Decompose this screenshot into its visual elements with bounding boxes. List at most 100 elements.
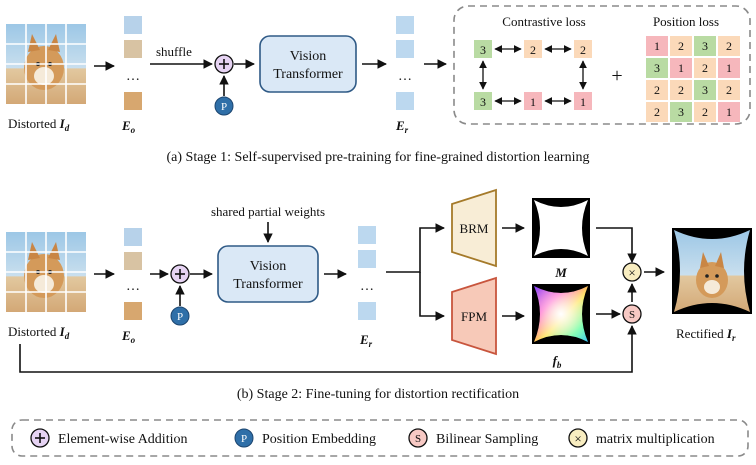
position-loss-title: Position loss bbox=[653, 14, 719, 29]
stage2-er-label: Er bbox=[359, 332, 373, 349]
position-cell bbox=[718, 36, 740, 56]
stage1-loss-box bbox=[453, 5, 751, 125]
position-cell bbox=[670, 36, 692, 56]
position-cell-value: 2 bbox=[678, 83, 684, 97]
contrastive-loss-title: Contrastive loss bbox=[502, 14, 585, 29]
contrastive-node-5-value: 1 bbox=[580, 95, 586, 109]
stage1-pos-letter: P bbox=[221, 101, 227, 113]
mult-node-symbol: × bbox=[628, 265, 635, 280]
legend-sample-label: Bilinear Sampling bbox=[436, 432, 538, 447]
sample-node: S bbox=[622, 304, 642, 324]
position-cell bbox=[670, 102, 692, 122]
legend-mult-icon: × bbox=[568, 428, 588, 448]
position-cell bbox=[694, 58, 716, 78]
branch-connectors bbox=[386, 223, 445, 321]
legend-sample-letter: S bbox=[415, 433, 421, 445]
stage2-pos-letter: P bbox=[177, 311, 183, 323]
stage2-add-node bbox=[170, 264, 190, 284]
position-cell-value: 2 bbox=[726, 83, 732, 97]
position-cell bbox=[694, 102, 716, 122]
position-cell-value: 1 bbox=[726, 61, 732, 75]
brm-label: BRM bbox=[460, 221, 489, 236]
position-cell bbox=[694, 80, 716, 100]
contrastive-node-3 bbox=[474, 92, 492, 110]
position-cell-value: 3 bbox=[702, 39, 708, 53]
stage2-pos-embed: P bbox=[170, 306, 190, 326]
stage1-shuffle-label: shuffle bbox=[156, 44, 192, 59]
stage1-pos-embed: P bbox=[214, 96, 234, 116]
stage2-vision-transformer: Vision Transformer bbox=[217, 245, 319, 303]
stage2-output-label: Rectified Ir bbox=[676, 326, 736, 343]
legend-pos-letter: P bbox=[241, 433, 247, 445]
mult-node: × bbox=[622, 262, 642, 282]
legend-sample-icon: S bbox=[408, 428, 428, 448]
stage2-patch-dots: … bbox=[126, 279, 140, 294]
stage2-eo-label: Eo bbox=[121, 328, 136, 345]
stage1: Distorted Id … Eo shuffle P Vision T bbox=[6, 5, 751, 165]
contrastive-node-5 bbox=[574, 92, 592, 110]
position-cell-value: 2 bbox=[702, 61, 708, 75]
position-cell bbox=[670, 58, 692, 78]
mask-image bbox=[532, 198, 590, 258]
contrastive-node-0-value: 3 bbox=[480, 43, 486, 57]
contrastive-graph: 3 2 2 3 1 1 bbox=[474, 40, 592, 110]
legend: Element-wise Addition P Position Embeddi… bbox=[11, 419, 749, 457]
contrastive-node-3-value: 3 bbox=[480, 95, 486, 109]
shared-weights-label: shared partial weights bbox=[211, 204, 325, 219]
position-cell bbox=[670, 80, 692, 100]
fpm-label: FPM bbox=[461, 309, 487, 324]
position-cell-value: 2 bbox=[654, 105, 660, 119]
contrastive-node-4-value: 1 bbox=[530, 95, 536, 109]
legend-box bbox=[11, 419, 749, 457]
flow-symbol: fb bbox=[553, 353, 562, 370]
position-cell bbox=[646, 102, 668, 122]
position-cell-value: 1 bbox=[726, 105, 732, 119]
position-cell-value: 2 bbox=[654, 83, 660, 97]
legend-pos-icon: P bbox=[234, 428, 254, 448]
stage2-caption: (b) Stage 2: Fine-tuning for distortion … bbox=[237, 387, 519, 402]
sample-node-letter: S bbox=[629, 309, 635, 321]
stage2-vit-line2: Transformer bbox=[233, 277, 303, 292]
stage1-patch-column: … bbox=[124, 16, 142, 110]
legend-pos-label: Position Embedding bbox=[262, 432, 376, 447]
arrow-mask-to-mult bbox=[596, 227, 637, 263]
position-cell-value: 3 bbox=[678, 105, 684, 119]
stage2-patch-column: … bbox=[124, 228, 142, 320]
legend-add-label: Element-wise Addition bbox=[58, 432, 187, 447]
position-cell bbox=[718, 80, 740, 100]
stage1-token-column: … bbox=[396, 16, 414, 110]
rectified-image bbox=[672, 228, 752, 314]
stage1-caption: (a) Stage 1: Self-supervised pre-trainin… bbox=[167, 150, 590, 165]
contrastive-node-0 bbox=[474, 40, 492, 58]
legend-add-icon bbox=[30, 428, 50, 448]
stage1-input-label: Distorted Id bbox=[8, 116, 70, 133]
position-cell bbox=[694, 36, 716, 56]
stage2-token-column: … bbox=[358, 226, 376, 320]
position-cell bbox=[646, 80, 668, 100]
stage1-er-label: Er bbox=[395, 118, 409, 135]
stage2-vit-line1: Vision bbox=[250, 259, 287, 274]
stage1-patch-dots: … bbox=[126, 69, 140, 84]
position-cell bbox=[718, 58, 740, 78]
skip-connection-arrow bbox=[19, 325, 637, 373]
mask-symbol: M bbox=[554, 265, 567, 280]
position-cell-value: 1 bbox=[654, 39, 660, 53]
contrastive-node-1 bbox=[524, 40, 542, 58]
stage1-vit-line1: Vision bbox=[290, 49, 327, 64]
stage1-vit-line2: Transformer bbox=[273, 67, 343, 82]
position-cell-value: 3 bbox=[702, 83, 708, 97]
stage2-input-label: Distorted Id bbox=[8, 324, 70, 341]
position-cell bbox=[646, 58, 668, 78]
stage2-token-dots: … bbox=[360, 279, 374, 294]
position-cell-value: 2 bbox=[726, 39, 732, 53]
legend-mult-label: matrix multiplication bbox=[596, 432, 715, 447]
brm-module: BRM bbox=[451, 188, 497, 268]
loss-plus-sign: + bbox=[611, 65, 622, 87]
position-cell-value: 3 bbox=[654, 61, 660, 75]
contrastive-node-4 bbox=[524, 92, 542, 110]
stage2: Distorted Id … Eo P shared partial weigh… bbox=[6, 188, 752, 402]
stage1-token-dots: … bbox=[398, 69, 412, 84]
position-cell-value: 1 bbox=[678, 61, 684, 75]
